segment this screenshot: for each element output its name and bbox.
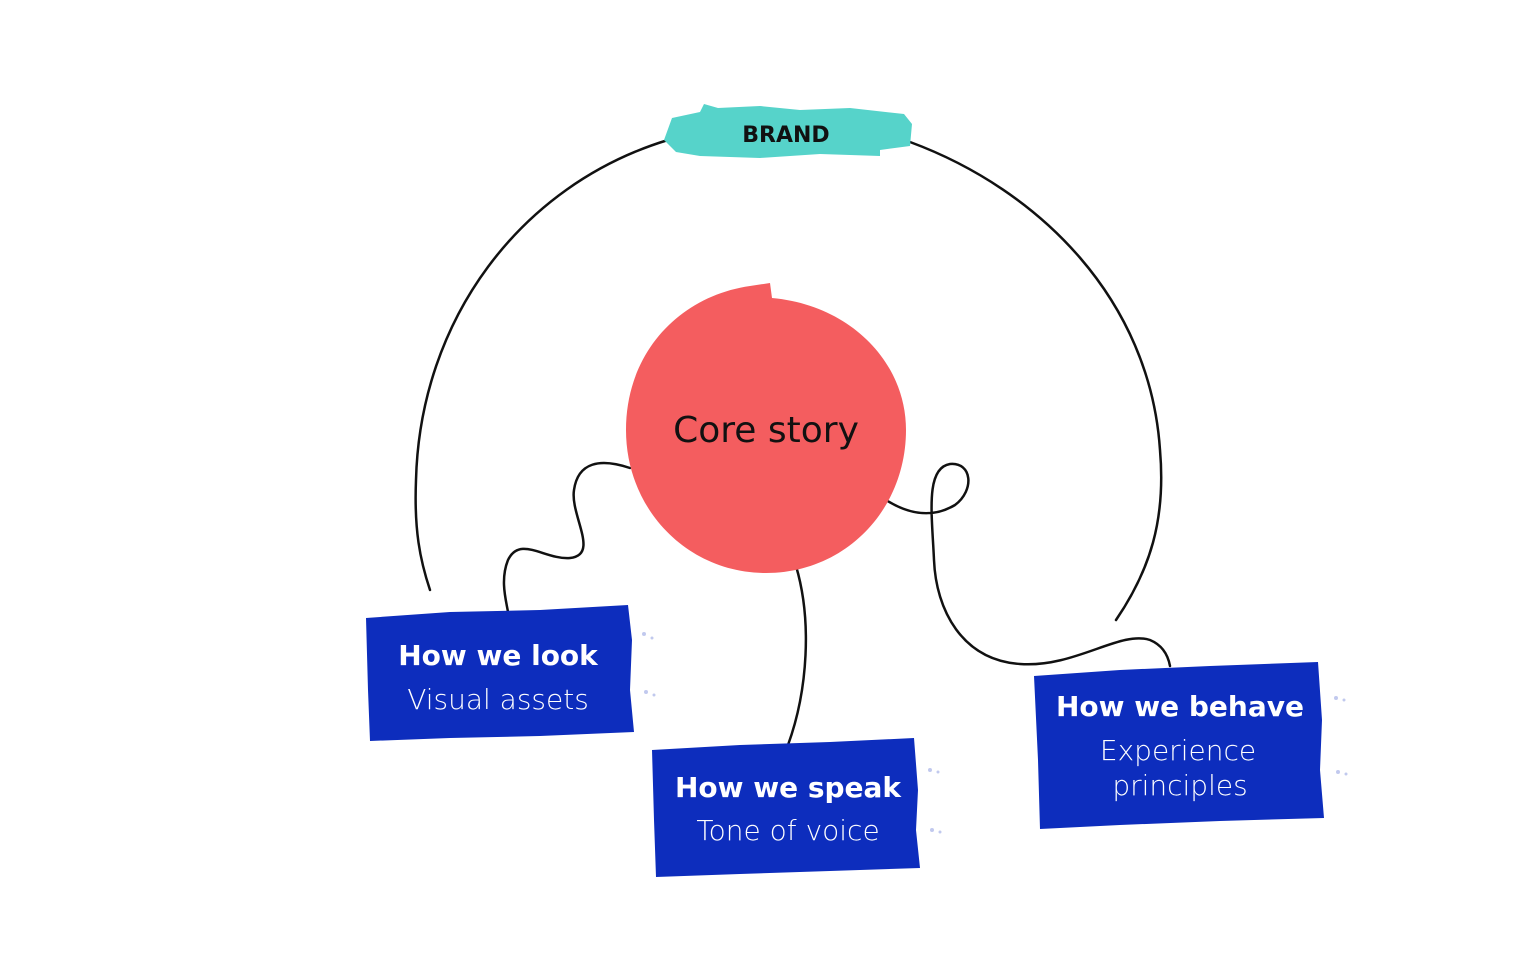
box-speak-bg <box>652 738 920 877</box>
box-look-title: How we look <box>398 639 599 672</box>
connector-look <box>502 461 632 614</box>
core-story-node: Core story <box>626 283 906 573</box>
box-speak-subtitle: Tone of voice <box>696 814 879 847</box>
box-speak-title: How we speak <box>675 771 902 804</box>
core-circle <box>626 283 906 573</box>
brand-arc-right <box>908 140 1163 622</box>
box-look-bg <box>366 605 634 741</box>
connector-behave <box>884 462 1172 668</box>
brand-brush <box>664 104 912 158</box>
box-look-subtitle: Visual assets <box>407 683 589 716</box>
box-behave-title: How we behave <box>1056 690 1304 723</box>
brand-label: BRAND <box>742 123 829 148</box>
connector-speak <box>786 564 808 747</box>
brand-arc-left <box>414 138 670 592</box>
box-behave-subtitle-line2: principles <box>1112 769 1247 802</box>
box-behave-bg <box>1034 662 1324 829</box>
box-how-we-look: How we look Visual assets <box>366 605 634 741</box>
brush-texture <box>642 632 1348 834</box>
box-how-we-speak: How we speak Tone of voice <box>652 738 920 877</box>
box-how-we-behave: How we behave Experience principles <box>1034 662 1324 829</box>
brand-tag: BRAND <box>664 104 912 158</box>
box-behave-subtitle-line1: Experience <box>1100 734 1256 767</box>
core-label: Core story <box>673 410 859 451</box>
